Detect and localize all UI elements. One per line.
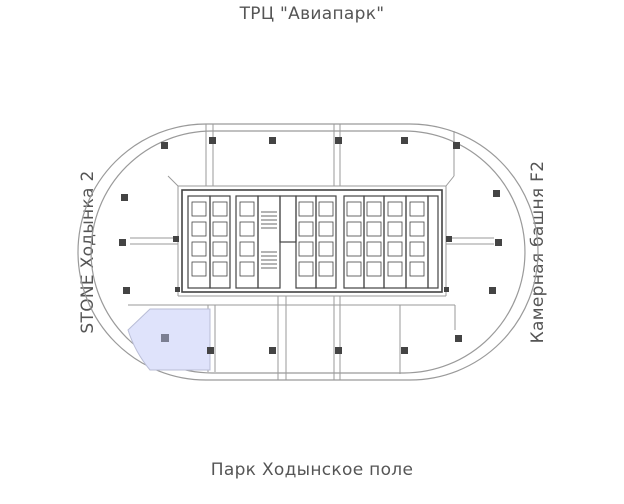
north-label-trc-aviapark: ТРЦ "Авиапарк"	[239, 4, 385, 24]
central-core	[181, 189, 443, 293]
inner-wall	[90, 130, 526, 374]
south-label-khodynka-park: Парк Ходынское поле	[210, 460, 414, 480]
outer-wall	[77, 123, 539, 381]
elevator-cabins	[191, 201, 425, 277]
structural-columns	[119, 137, 502, 354]
core-outline	[181, 189, 443, 293]
stair-treads	[261, 211, 277, 269]
elevator-shafts	[187, 195, 439, 289]
selected-unit-marker	[161, 334, 169, 342]
building-outline	[77, 123, 539, 381]
